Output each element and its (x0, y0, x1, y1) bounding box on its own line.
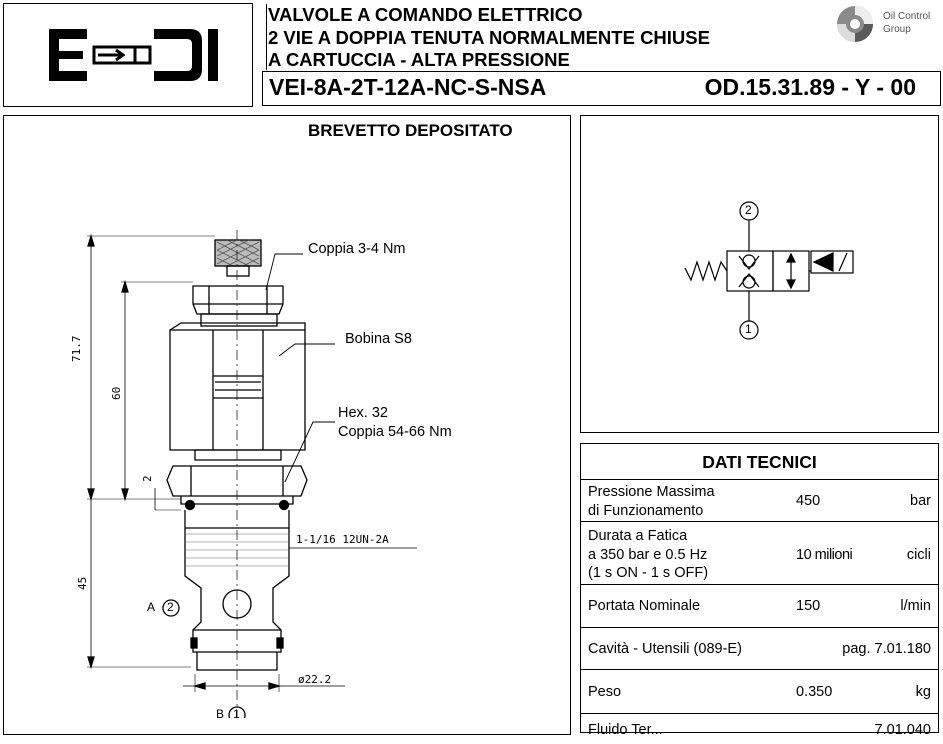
row-label: Peso (588, 683, 621, 702)
label-line: Durata a Fatica (588, 528, 688, 544)
label-line: Pressione Massima (588, 484, 715, 500)
table-row: Peso 0.350 kg (581, 669, 938, 714)
row-value: 150 (796, 598, 821, 614)
table-row: Cavità - Utensili (089-E) pag. 7.01.180 (581, 627, 938, 670)
port-b-number: 1 (233, 707, 240, 721)
label-line: (1 s ON - 1 s OFF) (588, 565, 709, 581)
row-value: 0.350 (796, 684, 833, 700)
table-row: Durata a Fatica a 350 bar e 0.5 Hz (1 s … (581, 521, 938, 585)
dim-gap: 2 (141, 475, 154, 482)
swirl-icon (837, 6, 873, 42)
part-code: OD.15.31.89 - Y - 00 (704, 74, 916, 100)
row-unit: bar (910, 493, 931, 509)
diameter-label: ø22.2 (298, 673, 332, 686)
title-line-3: A CARTUCCIA - ALTA PRESSIONE (268, 49, 570, 70)
table-row: Fluido Ter... 7.01.040 (581, 713, 938, 744)
coil-label: Bobina S8 (345, 331, 412, 347)
row-unit: pag. 7.01.180 (842, 641, 931, 657)
row-unit: kg (915, 684, 931, 700)
edi-logo (49, 29, 218, 81)
label-line: di Funzionamento (588, 502, 704, 519)
label-line: a 350 bar e 0.5 Hz (588, 546, 708, 563)
code-row: VEI-8A-2T-12A-NC-S-NSA OD.15.31.89 - Y -… (262, 71, 941, 106)
row-unit: cicli (906, 547, 931, 563)
logo-box (3, 3, 253, 107)
dim-overall: 71.7 (70, 335, 83, 363)
valve-section-drawing (87, 230, 417, 718)
row-value: 450 (796, 493, 821, 509)
title-line-2: 2 VIE A DOPPIA TENUTA NORMALMENTE CHIUSE (268, 26, 710, 48)
schematic-port-top: 2 (745, 203, 752, 217)
row-label: Fluido Ter... (588, 721, 663, 740)
label-line: Portata Nominale (588, 598, 701, 614)
row-unit: l/min (900, 598, 931, 614)
title-line-1: VALVOLE A COMANDO ELETTRICO (268, 4, 583, 25)
tech-data-table: DATI TECNICI Pressione Massima di Funzio… (580, 443, 939, 738)
label-line: Fluido Ter... (588, 722, 663, 738)
row-label: Pressione Massima di Funzionamento (588, 483, 715, 520)
row-label: Cavità - Utensili (089-E) (588, 640, 742, 659)
label-line: Cavità - Utensili (089-E) (588, 641, 742, 657)
group-name-line2: Group (883, 24, 911, 35)
title-left-rule (266, 4, 267, 70)
dim-cartridge: 45 (76, 576, 89, 590)
port-b-label: B (216, 707, 225, 721)
hex-label: Hex. 32 (338, 405, 388, 421)
document-title: VALVOLE A COMANDO ELETTRICO 2 VIE A DOPP… (268, 4, 710, 72)
hydraulic-symbol (684, 201, 854, 340)
table-row: Pressione Massima di Funzionamento 450 b… (581, 479, 938, 522)
schematic-panel: 2 1 (580, 115, 939, 433)
row-value: 10 milioni (796, 547, 853, 563)
patent-note: BREVETTO DEPOSITATO (308, 121, 513, 140)
schematic-port-bottom: 1 (745, 322, 752, 336)
model-code: VEI-8A-2T-12A-NC-S-NSA (269, 74, 547, 100)
port-a-label: A (147, 600, 156, 614)
hex-torque-label: Coppia 54-66 Nm (338, 424, 452, 440)
row-label: Durata a Fatica a 350 bar e 0.5 Hz (1 s … (588, 527, 708, 583)
label-line: Peso (588, 684, 622, 700)
torque-knob-label: Coppia 3-4 Nm (308, 241, 406, 257)
port-a-number: 2 (167, 600, 174, 614)
dim-body: 60 (110, 386, 123, 400)
table-row: Portata Nominale 150 l/min (581, 584, 938, 628)
thread-label: 1-1/16 12UN-2A (296, 533, 389, 546)
row-unit: 7.01.040 (874, 722, 931, 738)
group-name-line1: Oil Control (883, 11, 931, 22)
oil-control-logo: Oil Control Group (836, 2, 936, 46)
row-label: Portata Nominale (588, 597, 700, 616)
tech-data-title: DATI TECNICI (702, 452, 817, 472)
